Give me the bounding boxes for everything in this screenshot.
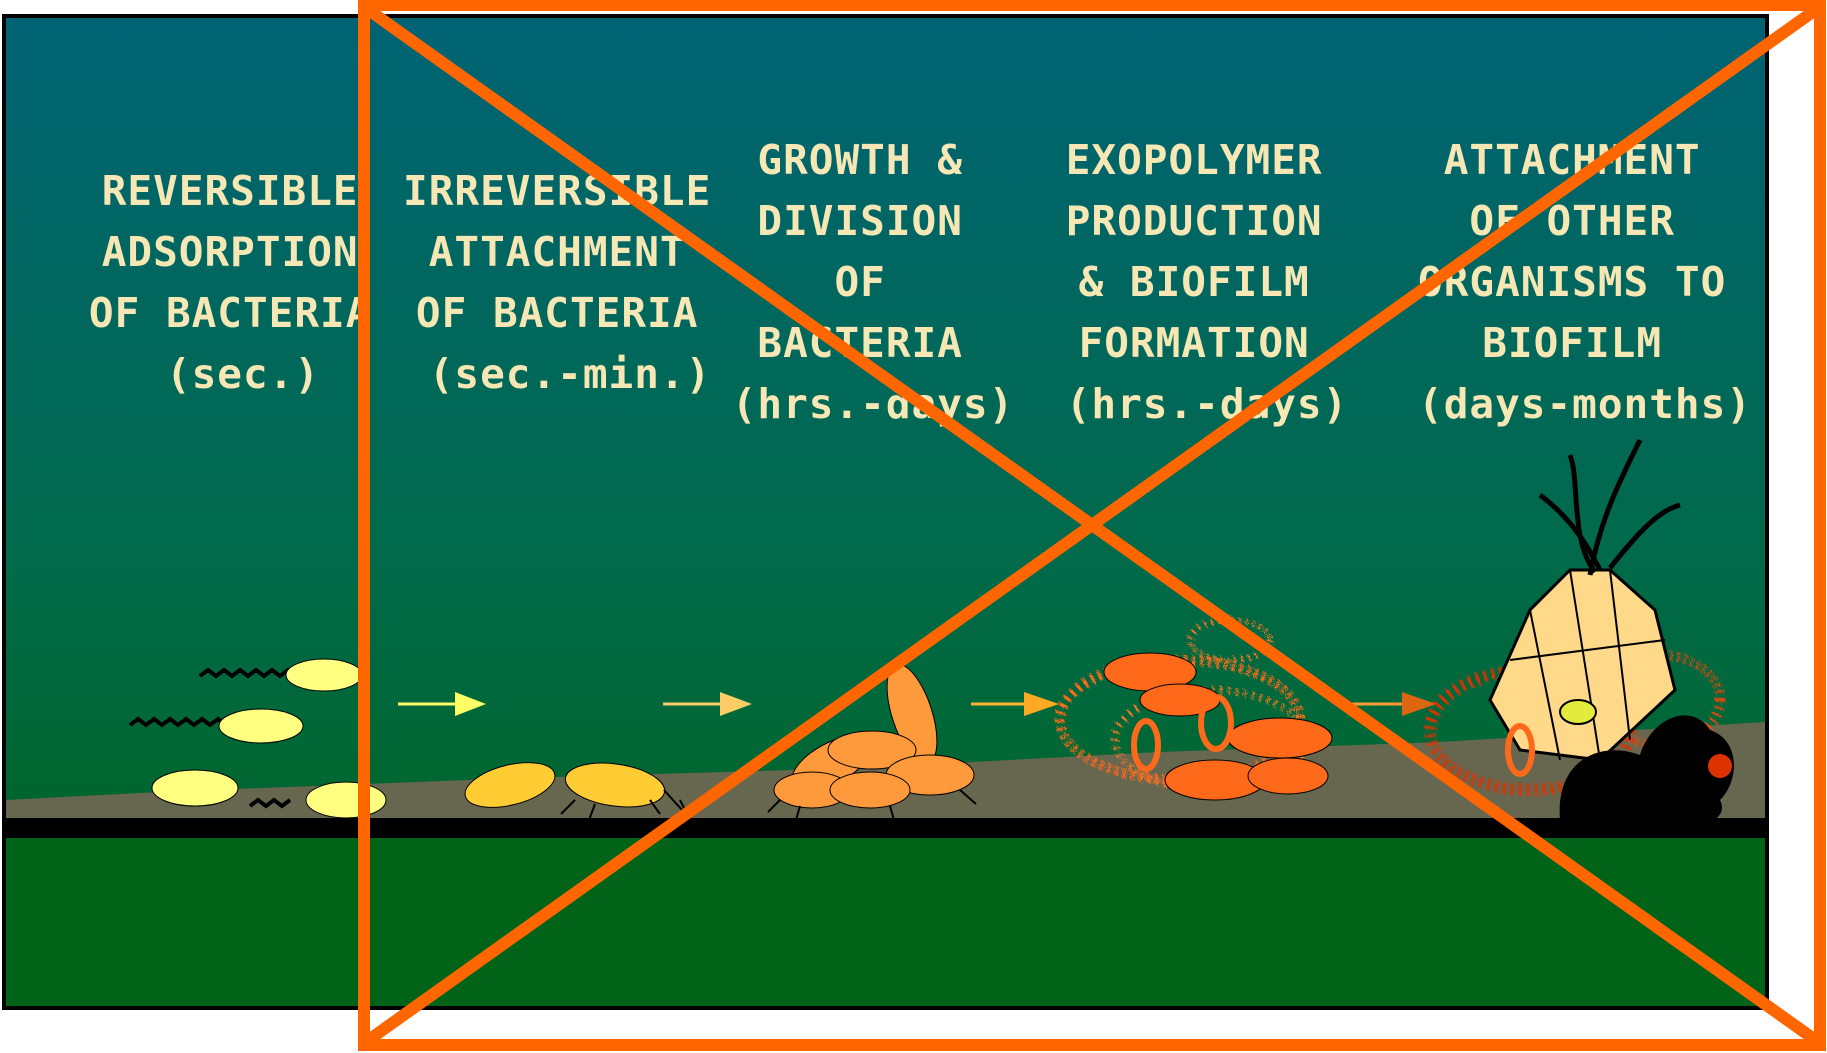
bacterium xyxy=(1248,758,1328,794)
bacterium xyxy=(830,772,910,808)
stage-2-line-1: IRREVERSIBLE xyxy=(403,167,711,215)
stage-3-line-5: (hrs.-days) xyxy=(732,380,1015,428)
stage-1-line-4: (sec.) xyxy=(166,350,320,398)
stage-2-line-2: ATTACHMENT xyxy=(429,228,686,276)
lower-band xyxy=(6,838,1765,1006)
stage-4-label: EXOPOLYMER PRODUCTION & BIOFILM FORMATIO… xyxy=(1066,136,1349,428)
bacterium xyxy=(286,659,362,691)
stage-1-line-3: OF BACTERIA xyxy=(89,289,372,337)
stage-4-line-2: PRODUCTION xyxy=(1066,197,1323,245)
stage-4-line-3: & BIOFILM xyxy=(1079,258,1310,306)
cell-nucleus xyxy=(1560,700,1596,724)
stage-4-line-1: EXOPOLYMER xyxy=(1066,136,1323,184)
bacterium xyxy=(152,770,238,806)
stage-3-line-2: DIVISION xyxy=(757,197,962,245)
stage-4-line-5: (hrs.-days) xyxy=(1066,380,1349,428)
alga-cell xyxy=(1708,754,1732,778)
bacterium xyxy=(306,782,386,818)
stage-1-line-2: ADSORPTION xyxy=(102,228,359,276)
stage-3-line-1: GROWTH & xyxy=(757,136,962,184)
stage-5-line-4: BIOFILM xyxy=(1482,319,1662,367)
bacterium xyxy=(1228,718,1332,758)
alga-cell xyxy=(1615,770,1675,830)
bacterium xyxy=(219,709,303,743)
stage-2-line-4: (sec.-min.) xyxy=(429,350,712,398)
stage-1-line-1: REVERSIBLE xyxy=(102,167,359,215)
stage-3-line-3: OF xyxy=(834,258,885,306)
stage-2-line-3: OF BACTERIA xyxy=(416,289,699,337)
stage-5-line-5: (days-months) xyxy=(1418,380,1752,428)
stage-4-line-4: FORMATION xyxy=(1079,319,1310,367)
